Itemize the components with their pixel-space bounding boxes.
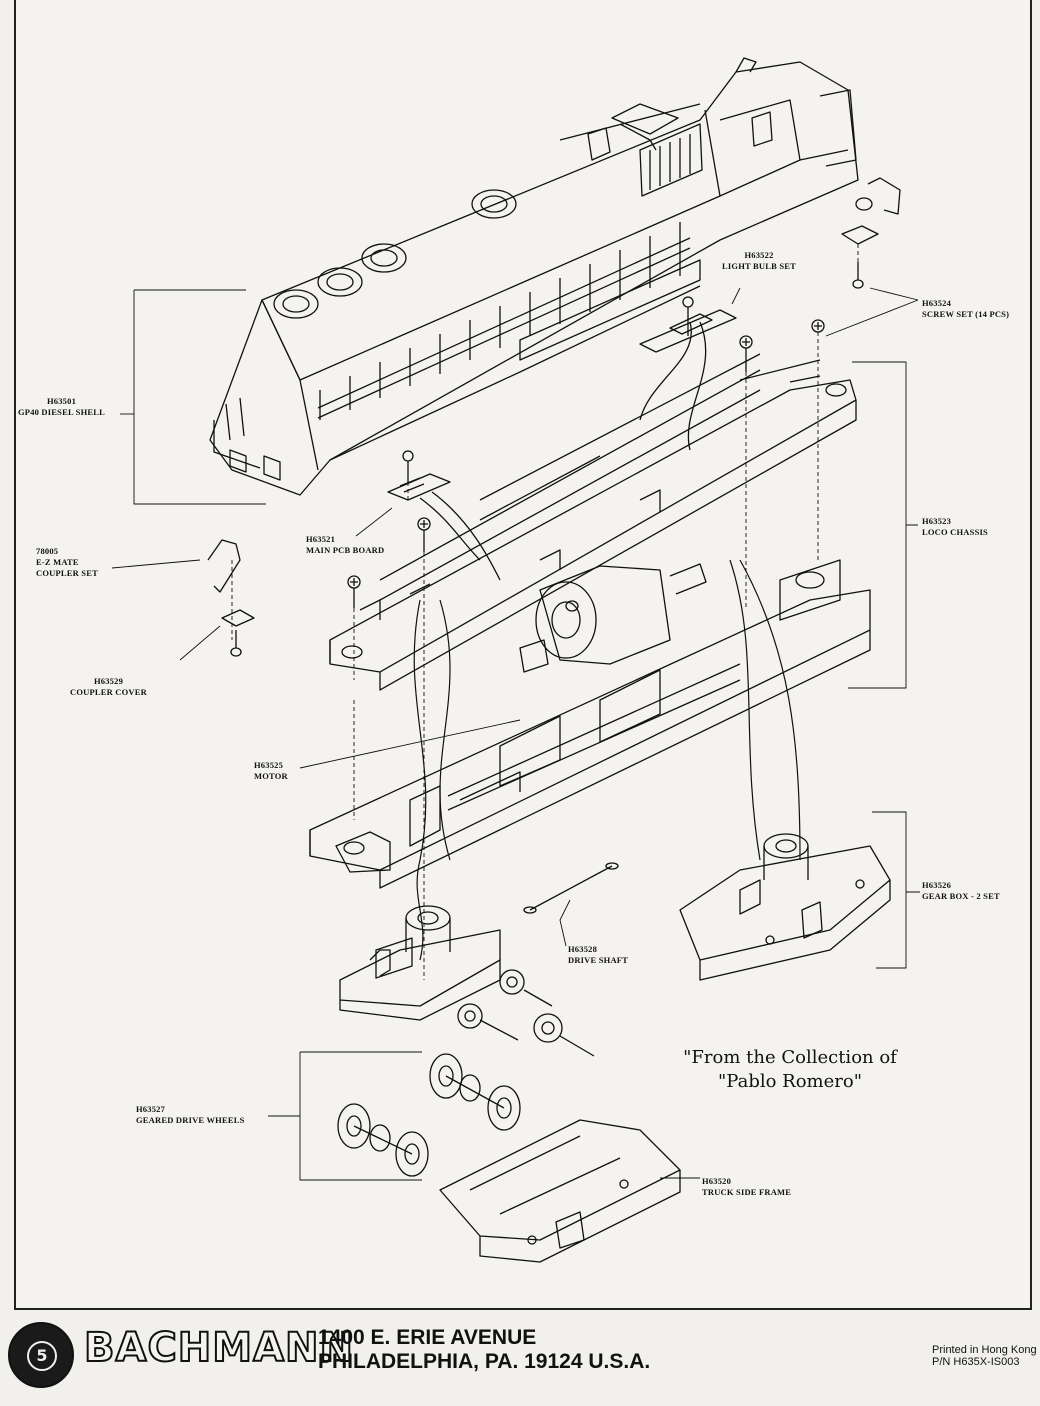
part-name: SCREW SET (14 PCS) (922, 309, 1010, 319)
motor-drawing (519, 563, 707, 673)
part-number-document: P/N H635X-IS003 (932, 1356, 1020, 1368)
part-number: H63501 (46, 396, 77, 406)
part-number: H63522 (744, 250, 774, 260)
collection-note: "From the Collection of "Pablo Romero" (640, 1046, 940, 1094)
collection-line2: "Pablo Romero" (718, 1071, 862, 1092)
diesel-shell-drawing (209, 57, 859, 496)
address-line1: 1400 E. ERIE AVENUE (318, 1326, 537, 1349)
drive-shaft-drawing (523, 862, 619, 914)
part-name-line1: E-Z MATE (36, 557, 79, 567)
part-name: GEARED DRIVE WHEELS (136, 1115, 245, 1125)
part-name: LIGHT BULB SET (722, 261, 796, 271)
label-diesel-shell: H63501 GP40 DIESEL SHELL (18, 396, 105, 418)
part-name-line2: COUPLER SET (36, 568, 98, 578)
gearbox-left-drawing (339, 905, 501, 1021)
seal-center: 5 (27, 1341, 57, 1371)
part-number: H63525 (254, 760, 284, 770)
leader-lines (111, 287, 920, 1181)
left-coupler-drawing (207, 539, 255, 657)
label-geared-drive-wheels: H63527 GEARED DRIVE WHEELS (136, 1104, 245, 1126)
instruction-sheet (14, 0, 1032, 1310)
part-name: DRIVE SHAFT (568, 955, 629, 965)
drive-wheels-drawing (337, 1053, 521, 1177)
right-coupler-drawing (841, 177, 901, 289)
part-name: GP40 DIESEL SHELL (18, 407, 106, 417)
part-number: H63523 (922, 516, 952, 526)
brand-logo: BACHMANN (83, 1325, 354, 1371)
bachmann-seal-logo: 5 (8, 1322, 74, 1388)
part-number: H63527 (136, 1104, 166, 1114)
loco-chassis-drawing (329, 353, 857, 691)
main-pcb-drawing (387, 473, 501, 581)
gears-drawing (457, 969, 595, 1057)
printed-location: Printed in Hong Kong (932, 1344, 1037, 1356)
print-info: Printed in Hong Kong P/N H635X-IS003 (932, 1344, 1037, 1368)
address-line2: PHILADELPHIA, PA. 19124 U.S.A. (318, 1350, 651, 1373)
label-loco-chassis: H63523 LOCO CHASSIS (922, 516, 988, 538)
footer: 5 BACHMANN 1400 E. ERIE AVENUE PHILADELP… (0, 1312, 1040, 1406)
label-motor: H63525 MOTOR (254, 760, 288, 782)
truck-side-frame-drawing (439, 1119, 681, 1263)
label-light-bulb-set: H63522 LIGHT BULB SET (722, 250, 796, 272)
part-name: LOCO CHASSIS (922, 527, 988, 537)
label-main-pcb-board: H63521 MAIN PCB BOARD (306, 534, 384, 556)
label-drive-shaft: H63528 DRIVE SHAFT (568, 944, 628, 966)
part-name: TRUCK SIDE FRAME (702, 1187, 792, 1197)
part-number: H63524 (922, 298, 952, 308)
label-coupler-cover: H63529 COUPLER COVER (70, 676, 147, 698)
wires-drawing (413, 559, 801, 961)
gearbox-right-drawing (679, 833, 891, 981)
assembly-guide-lines (231, 244, 859, 980)
part-number: H63528 (568, 944, 598, 954)
part-number: H63521 (306, 534, 336, 544)
part-number: H63529 (93, 676, 124, 686)
part-name: MOTOR (254, 771, 288, 781)
label-screw-set: H63524 SCREW SET (14 PCS) (922, 298, 1009, 320)
company-address: 1400 E. ERIE AVENUE PHILADELPHIA, PA. 19… (318, 1326, 650, 1374)
chassis-frame-drawing (309, 559, 871, 889)
part-number: 78005 (36, 546, 59, 556)
collection-line1: "From the Collection of (683, 1047, 897, 1068)
screws-drawing (347, 296, 825, 608)
label-gear-box: H63526 GEAR BOX - 2 SET (922, 880, 1000, 902)
part-name: COUPLER COVER (70, 687, 147, 697)
label-coupler-set: 78005 E-Z MATE COUPLER SET (36, 546, 98, 579)
part-name: GEAR BOX - 2 SET (922, 891, 1000, 901)
part-number: H63526 (922, 880, 952, 890)
part-number: H63520 (702, 1176, 732, 1186)
label-truck-side-frame: H63520 TRUCK SIDE FRAME (702, 1176, 791, 1198)
light-bulb-board-drawing (639, 309, 737, 451)
part-name: MAIN PCB BOARD (306, 545, 385, 555)
